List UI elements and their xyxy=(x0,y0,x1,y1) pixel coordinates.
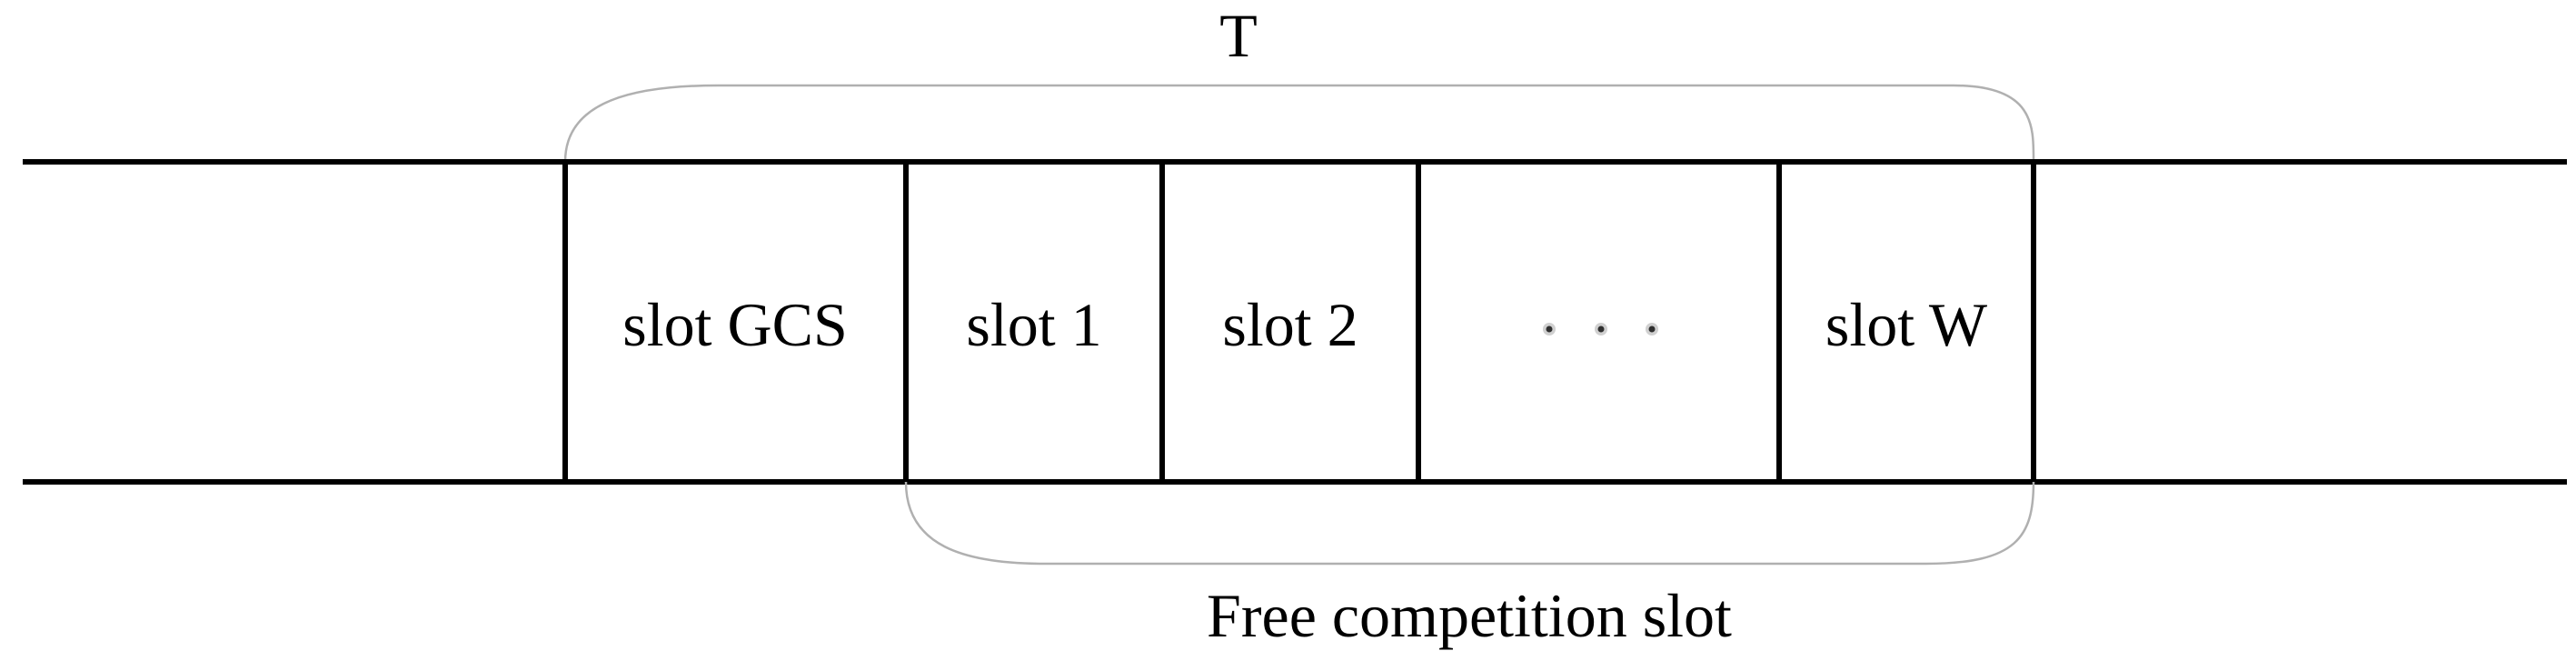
slot-label-2: slot 2 xyxy=(1222,290,1358,359)
slot-label-w: slot W xyxy=(1825,290,1988,359)
top-brace xyxy=(563,84,2035,163)
ellipsis-dots xyxy=(1543,323,1658,336)
slot-label-gcs: slot GCS xyxy=(622,290,848,359)
bottom-brace xyxy=(904,481,2035,566)
bottom-brace-label: Free competition slot xyxy=(1207,581,1732,650)
slot-label-1: slot 1 xyxy=(966,290,1101,359)
top-brace-label: T xyxy=(1219,1,1258,70)
